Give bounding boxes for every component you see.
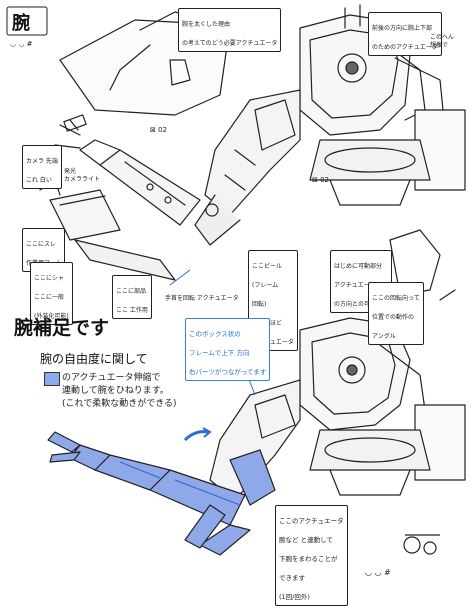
mark-b: ⊠ 02 xyxy=(312,176,329,184)
footer-sign: ◡ ◡ # xyxy=(365,568,391,577)
mark-a: ⊠ 02 xyxy=(150,126,167,134)
note-parts: ここに部品 ここ 工作用 xyxy=(112,275,152,319)
section-subheading: 腕の自由度に関して xyxy=(40,352,148,366)
note-rotation: ここの回転向って 位置での動作の アングル xyxy=(368,282,424,345)
note-wrist: 手首を回転 アクチュエータ xyxy=(165,295,239,302)
note-imagine: このへん 想像で xyxy=(430,34,455,49)
chain-sketch xyxy=(403,534,440,555)
note-top-center: 腕を太くした理由 の考えてのどう必要アクチュエータ xyxy=(178,8,282,52)
sheet-stamp-sign: ◡ ◡ # xyxy=(10,40,33,48)
upper-arm-top xyxy=(194,89,301,246)
sheet-stamp-title: 腕 xyxy=(12,13,30,34)
shoulder-assembly-bottom xyxy=(299,317,466,496)
blue-detail-lines xyxy=(119,427,241,506)
note-box-frame: このボックス状の フレームで上下 方向 右パーツがつながってます xyxy=(185,318,271,381)
note-pronation: ここのアクチュエータ 腕など と連動して 下腕をまわることが できます (1回/… xyxy=(275,505,348,606)
note-shaft: ここにシャ ここに一般 (外装化可能) xyxy=(30,262,73,325)
forearm-highlight-blue xyxy=(47,431,276,556)
note-camera: カメラ 先端 これ 白い xyxy=(22,145,62,189)
section-heading: 腕補足です xyxy=(14,317,110,339)
note-light: 発光 カメラライト xyxy=(64,168,101,183)
concept-art-sheet: 腕 ◡ ◡ # 腕を太くした理由 の考えてのどう必要アクチュエータ 前後の方向に… xyxy=(6,4,466,606)
detail-sketches-left xyxy=(32,172,176,281)
legend-text: のアクチュエータ伸縮で 連動して腕をひねります。 (これで柔軟な動きができる) xyxy=(62,373,177,410)
legend-swatch xyxy=(44,372,60,386)
note-top-right: 前後の方向に腕上下部 のためのアクチュエータ xyxy=(368,12,442,56)
